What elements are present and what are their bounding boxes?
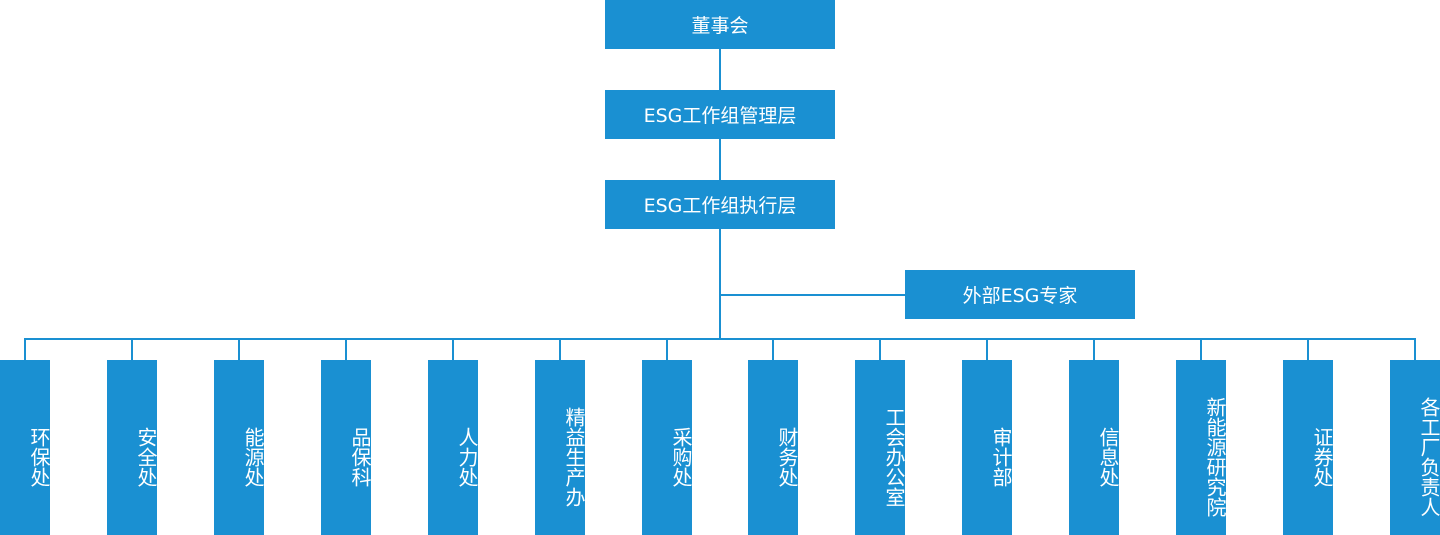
connector-department-drop [131, 338, 133, 360]
department-node: 证券处 [1283, 360, 1334, 535]
connector-department-bus [24, 338, 1416, 340]
department-node: 各工厂负责人 [1390, 360, 1440, 535]
connector-department-drop [879, 338, 881, 360]
department-node: 环保处 [0, 360, 51, 535]
connector-department-drop [772, 338, 774, 360]
connector-department-drop [986, 338, 988, 360]
connector-department-drop [666, 338, 668, 360]
esg-execution-node: ESG工作组执行层 [605, 180, 835, 229]
connector-department-drop [238, 338, 240, 360]
department-node: 审计部 [962, 360, 1013, 535]
esg-management-node: ESG工作组管理层 [605, 90, 835, 139]
connector-department-drop [1093, 338, 1095, 360]
connector-department-drop [345, 338, 347, 360]
connector-department-drop [559, 338, 561, 360]
department-node: 采购处 [642, 360, 693, 535]
external-esg-expert-node: 外部ESG专家 [905, 270, 1135, 319]
department-node: 财务处 [748, 360, 799, 535]
department-node: 精益生产办 [535, 360, 586, 535]
department-node: 信息处 [1069, 360, 1120, 535]
department-node: 能源处 [214, 360, 265, 535]
board-node: 董事会 [605, 0, 835, 49]
connector-board-management [719, 49, 721, 90]
department-node: 人力处 [428, 360, 479, 535]
connector-execution-trunk [719, 229, 721, 340]
connector-department-drop [1414, 338, 1416, 360]
connector-management-execution [719, 139, 721, 180]
department-node: 品保科 [321, 360, 372, 535]
department-node: 安全处 [107, 360, 158, 535]
connector-department-drop [1307, 338, 1309, 360]
department-node: 新能源研究院 [1176, 360, 1227, 535]
department-node: 工会办公室 [855, 360, 906, 535]
connector-department-drop [24, 338, 26, 360]
connector-department-drop [1200, 338, 1202, 360]
connector-external-expert [721, 294, 905, 296]
connector-department-drop [452, 338, 454, 360]
